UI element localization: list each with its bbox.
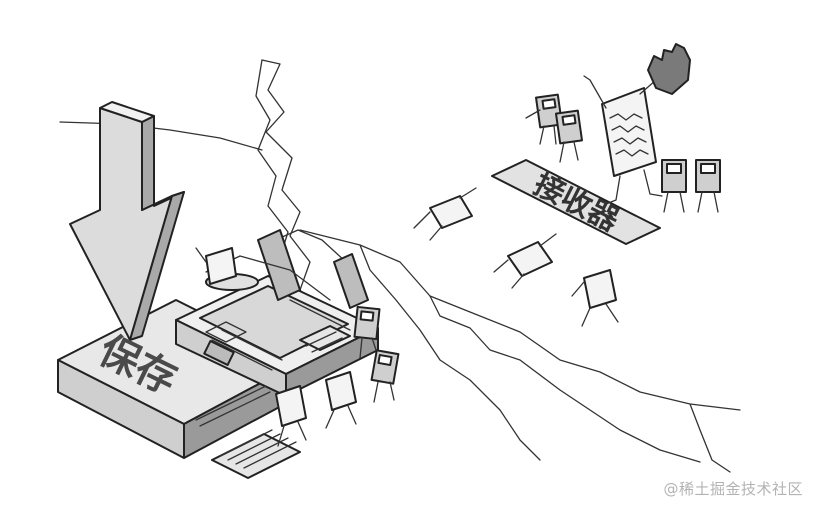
floppy-disk-icon — [661, 159, 687, 213]
floppy-disk-icon — [695, 159, 721, 213]
down-arrow-icon — [69, 101, 185, 341]
floppy-disk-icon — [353, 305, 381, 359]
receiver-sign — [491, 159, 661, 245]
glove-icon — [647, 43, 691, 95]
receiver-label: 接收器 — [528, 167, 625, 239]
floppy-disk-figures — [353, 93, 721, 403]
floppy-disk-icon — [555, 109, 583, 163]
watermark-text: @稀土掘金技术社区 — [663, 480, 803, 498]
document-figures — [195, 187, 619, 447]
floppy-disk-icon — [525, 93, 563, 145]
floppy-disk-icon — [370, 349, 400, 403]
tall-document-figure — [583, 75, 663, 205]
cliff-right — [299, 229, 741, 473]
